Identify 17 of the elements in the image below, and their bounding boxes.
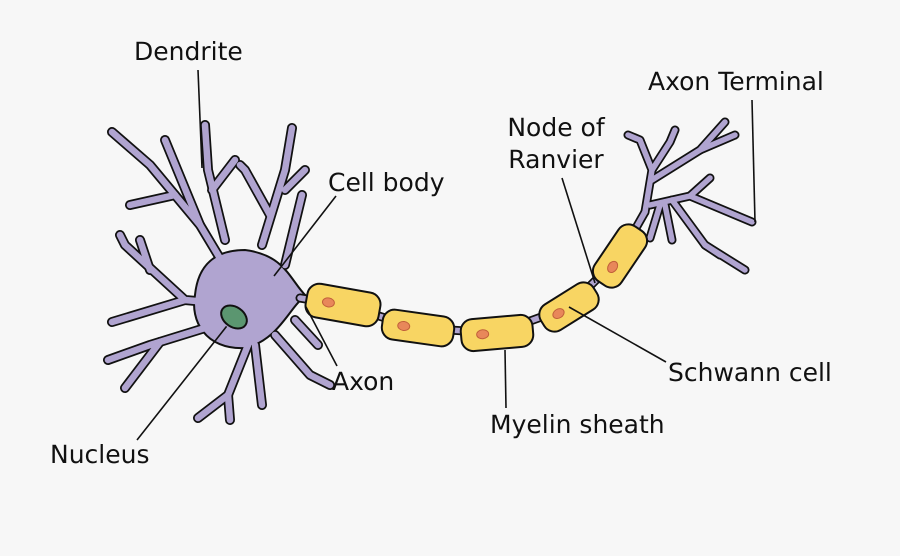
leader-line bbox=[751, 100, 756, 222]
leader-line bbox=[273, 196, 337, 276]
part-label: Axon bbox=[332, 366, 394, 398]
part-label: Node of Ranvier bbox=[498, 112, 614, 176]
leader-line bbox=[504, 350, 507, 408]
leader-line bbox=[568, 306, 666, 363]
part-label: Myelin sheath bbox=[490, 409, 665, 441]
leader-line bbox=[305, 306, 338, 366]
part-label: Dendrite bbox=[134, 36, 243, 68]
part-label: Schwann cell bbox=[668, 357, 832, 389]
part-label: Axon Terminal bbox=[648, 66, 824, 98]
part-label: Cell body bbox=[328, 167, 445, 199]
nucleus-shape bbox=[220, 304, 248, 330]
leader-line bbox=[561, 178, 596, 284]
leader-line bbox=[197, 70, 203, 168]
leader-line bbox=[136, 326, 228, 440]
part-label: Nucleus bbox=[50, 439, 150, 471]
